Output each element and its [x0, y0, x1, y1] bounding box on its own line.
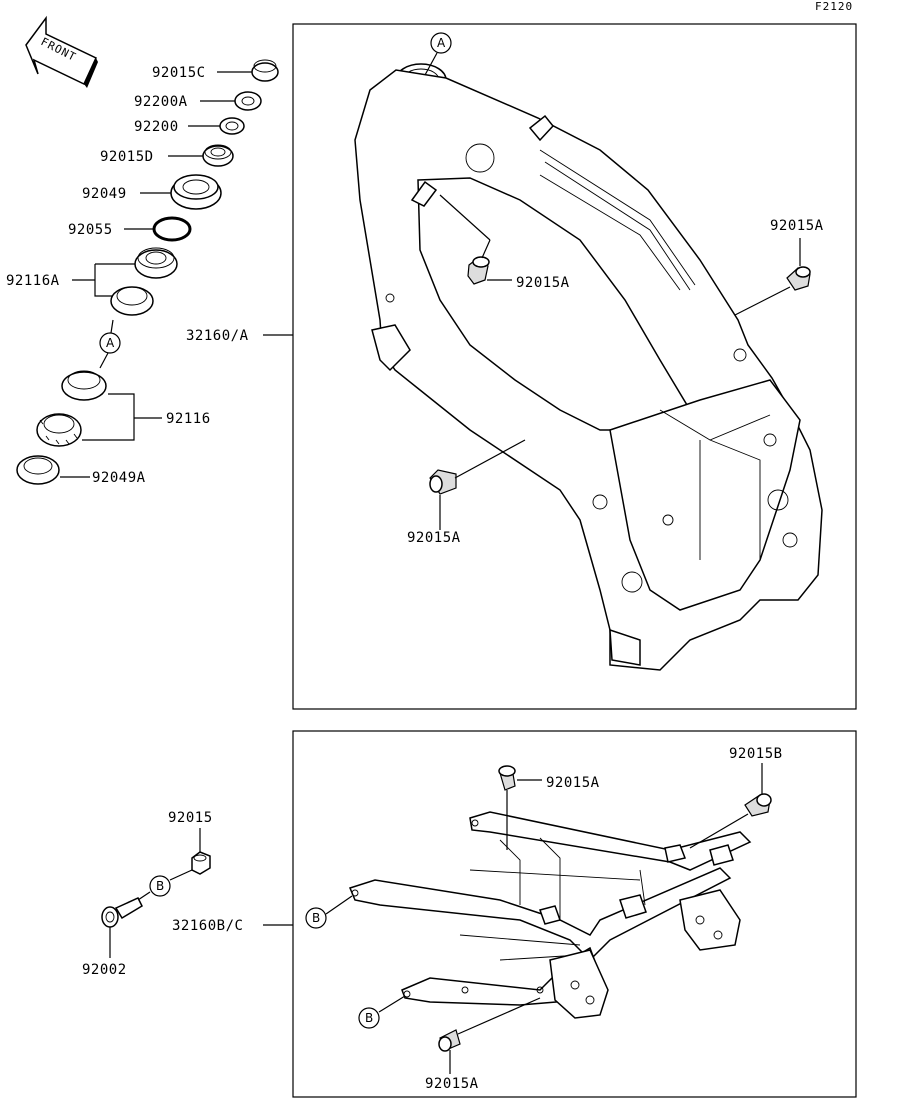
label-92015c: 92015C: [152, 65, 206, 81]
label-92200a: 92200A: [134, 94, 188, 110]
label-92015a-sub-1: 92015A: [546, 775, 600, 791]
label-92049: 92049: [82, 186, 127, 202]
callout-a-small: A: [99, 319, 121, 369]
nut-icon: [191, 828, 211, 875]
callout-b-1: B: [305, 895, 353, 929]
upper-race-icon: [110, 286, 154, 316]
label-92015a-frame-3: 92015A: [407, 530, 461, 546]
label-92015a-sub-2: 92015A: [425, 1076, 479, 1092]
lower-race-icon: [61, 370, 107, 401]
bolt-icon: [101, 897, 143, 958]
lower-seal-icon: [16, 455, 90, 485]
label-32160a: 32160/A: [186, 328, 249, 344]
stem-locknut-icon: [168, 144, 234, 167]
label-92015: 92015: [168, 810, 213, 826]
upper-bearing-icon: [134, 247, 178, 279]
label-92015b: 92015B: [729, 746, 783, 762]
steering-parts: A: [16, 59, 279, 485]
lock-washer-icon: [188, 117, 245, 135]
main-frame-box: [292, 23, 857, 710]
collar-icon-3: [429, 439, 526, 530]
label-92200: 92200: [134, 119, 179, 135]
collar-icon-5: [438, 997, 541, 1074]
main-frame-drawing: [354, 63, 823, 671]
svg-text:B: B: [365, 1011, 373, 1025]
collar-icon-2: [734, 238, 811, 316]
figure-code: F2120: [815, 0, 853, 13]
subframe-box: [292, 730, 857, 1098]
svg-text:B: B: [312, 911, 320, 925]
collar-icon-4: [498, 765, 542, 850]
front-arrow-icon: FRONT: [25, 15, 98, 88]
stem-nut-icon: [217, 59, 279, 82]
label-92015a-frame-2: 92015A: [770, 218, 824, 234]
washer-icon: [200, 91, 262, 111]
callout-b-left: B: [134, 869, 193, 903]
svg-text:A: A: [437, 36, 446, 50]
collar-icon-1: [439, 194, 512, 285]
label-32160bc: 32160B/C: [172, 918, 243, 934]
label-92015d: 92015D: [100, 149, 154, 165]
dust-seal-icon: [140, 174, 222, 210]
label-92015a-frame-1: 92015A: [516, 275, 570, 291]
collar-b-icon: [689, 763, 772, 849]
label-92116: 92116: [166, 411, 211, 427]
label-92002: 92002: [82, 962, 127, 978]
svg-text:B: B: [156, 879, 164, 893]
label-92049a: 92049A: [92, 470, 146, 486]
o-ring-icon: [124, 216, 192, 242]
lower-bearing-icon: [36, 413, 82, 447]
callout-a-large: A: [424, 32, 452, 76]
label-92116a: 92116A: [6, 273, 60, 289]
subframe-drawing: [348, 811, 752, 1019]
svg-text:A: A: [106, 336, 115, 350]
callout-b-2: B: [358, 995, 406, 1029]
label-92055: 92055: [68, 222, 113, 238]
